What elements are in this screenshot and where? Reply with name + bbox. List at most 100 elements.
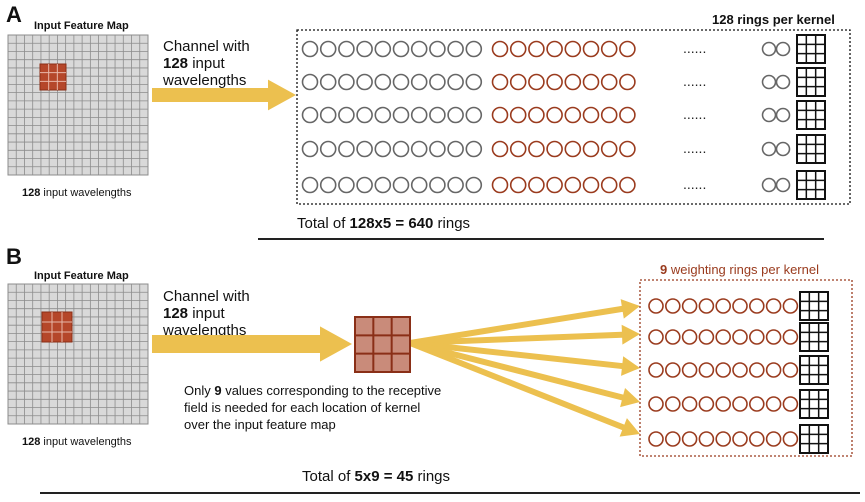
kernel-icon-grid bbox=[797, 135, 825, 163]
kernel-icon bbox=[799, 291, 829, 321]
ring-gray bbox=[447, 40, 464, 58]
ring-gray bbox=[761, 41, 777, 57]
ring-gray bbox=[374, 73, 392, 91]
kernel-icon bbox=[799, 424, 829, 454]
panel-a-feature-map bbox=[7, 34, 149, 176]
ring-red bbox=[732, 362, 748, 378]
kernel-icon bbox=[796, 170, 826, 200]
ring-red bbox=[782, 329, 799, 345]
ring-gray bbox=[392, 140, 410, 158]
ring-gray bbox=[356, 106, 373, 124]
ring-gray bbox=[761, 141, 777, 157]
ring-gray bbox=[410, 106, 428, 124]
ring-gray bbox=[374, 176, 392, 194]
ring-red bbox=[715, 396, 732, 412]
ring-red bbox=[765, 431, 782, 447]
kernel-icon bbox=[796, 67, 826, 97]
ring-red bbox=[582, 106, 600, 124]
panel-a-map-caption: 128 input wavelengths bbox=[22, 187, 132, 199]
ring-red bbox=[600, 106, 618, 124]
ring-red bbox=[491, 73, 509, 91]
ring-red bbox=[698, 298, 715, 314]
ring-red bbox=[600, 73, 618, 91]
panel-b-receptive-values bbox=[354, 316, 411, 373]
ellipsis-dots: ...... bbox=[683, 40, 706, 56]
ring-red bbox=[619, 176, 636, 194]
ring-red bbox=[582, 73, 600, 91]
ring-red bbox=[564, 176, 582, 194]
ring-red bbox=[748, 298, 765, 314]
ring-gray bbox=[429, 40, 446, 58]
panel-b-fan-arrow bbox=[408, 340, 640, 437]
ellipsis-dots: ...... bbox=[683, 106, 706, 122]
ring-red bbox=[765, 298, 782, 314]
ring-gray bbox=[775, 74, 791, 90]
panel-b-kernel-label: 9 weighting rings per kernel bbox=[660, 262, 819, 277]
panel-a-receptive-field bbox=[39, 63, 67, 91]
ring-gray bbox=[319, 106, 337, 124]
ring-red bbox=[564, 106, 582, 124]
kernel-icon-grid bbox=[797, 35, 825, 63]
ring-red bbox=[782, 298, 799, 314]
ring-gray bbox=[410, 73, 428, 91]
ring-gray bbox=[301, 176, 319, 194]
panel-b-channel-text: Channel with 128 input wavelengths bbox=[163, 288, 250, 339]
kernel-icon-grid bbox=[800, 356, 828, 384]
ring-red bbox=[664, 396, 681, 412]
ring-red bbox=[619, 73, 636, 91]
ring-gray bbox=[761, 107, 777, 123]
ring-red bbox=[765, 362, 782, 378]
ring-gray bbox=[338, 176, 355, 194]
kernel-icon bbox=[799, 355, 829, 385]
ring-red bbox=[748, 362, 765, 378]
ring-gray bbox=[761, 177, 777, 193]
panel-b-total: Total of 5x9 = 45 rings bbox=[302, 468, 451, 485]
ring-gray bbox=[338, 106, 355, 124]
panel-a-ring-box bbox=[296, 29, 851, 205]
ring-gray bbox=[301, 140, 319, 158]
panel-b-arrow bbox=[152, 326, 352, 362]
ring-red bbox=[509, 73, 527, 91]
ring-red bbox=[681, 298, 698, 314]
ring-red bbox=[715, 298, 732, 314]
kernel-icon bbox=[799, 389, 829, 419]
ring-red bbox=[619, 40, 636, 58]
ring-gray bbox=[410, 176, 428, 194]
ring-gray bbox=[392, 73, 410, 91]
ring-red bbox=[698, 396, 715, 412]
panel-b-letter: B bbox=[6, 244, 22, 269]
ring-gray bbox=[374, 106, 392, 124]
kernel-icon bbox=[796, 100, 826, 130]
ring-gray bbox=[775, 141, 791, 157]
ring-red bbox=[681, 396, 698, 412]
panel-a-arrow bbox=[152, 79, 296, 111]
ring-red bbox=[698, 329, 715, 345]
ring-red bbox=[648, 298, 664, 314]
ring-gray bbox=[356, 40, 373, 58]
panel-a-letter: A bbox=[6, 2, 22, 27]
ring-gray bbox=[319, 176, 337, 194]
ring-red bbox=[648, 396, 664, 412]
ring-red bbox=[528, 140, 545, 158]
kernel-icon-grid bbox=[797, 171, 825, 199]
ring-gray bbox=[319, 140, 337, 158]
ring-gray bbox=[356, 73, 373, 91]
kernel-icon-grid bbox=[797, 68, 825, 96]
ring-red bbox=[600, 140, 618, 158]
ring-red bbox=[509, 140, 527, 158]
ring-red bbox=[782, 362, 799, 378]
ring-gray bbox=[429, 106, 446, 124]
ring-red bbox=[715, 362, 732, 378]
ring-gray bbox=[338, 40, 355, 58]
ellipsis-dots: ...... bbox=[683, 176, 706, 192]
ring-red bbox=[664, 298, 681, 314]
ring-red bbox=[748, 329, 765, 345]
panel-b-feature-map bbox=[7, 283, 149, 425]
ring-red bbox=[748, 396, 765, 412]
ring-gray bbox=[301, 106, 319, 124]
ring-red bbox=[748, 431, 765, 447]
ring-red bbox=[509, 40, 527, 58]
ring-red bbox=[715, 431, 732, 447]
panel-b-map-caption: 128 input wavelengths bbox=[22, 436, 132, 448]
ring-red bbox=[528, 106, 545, 124]
